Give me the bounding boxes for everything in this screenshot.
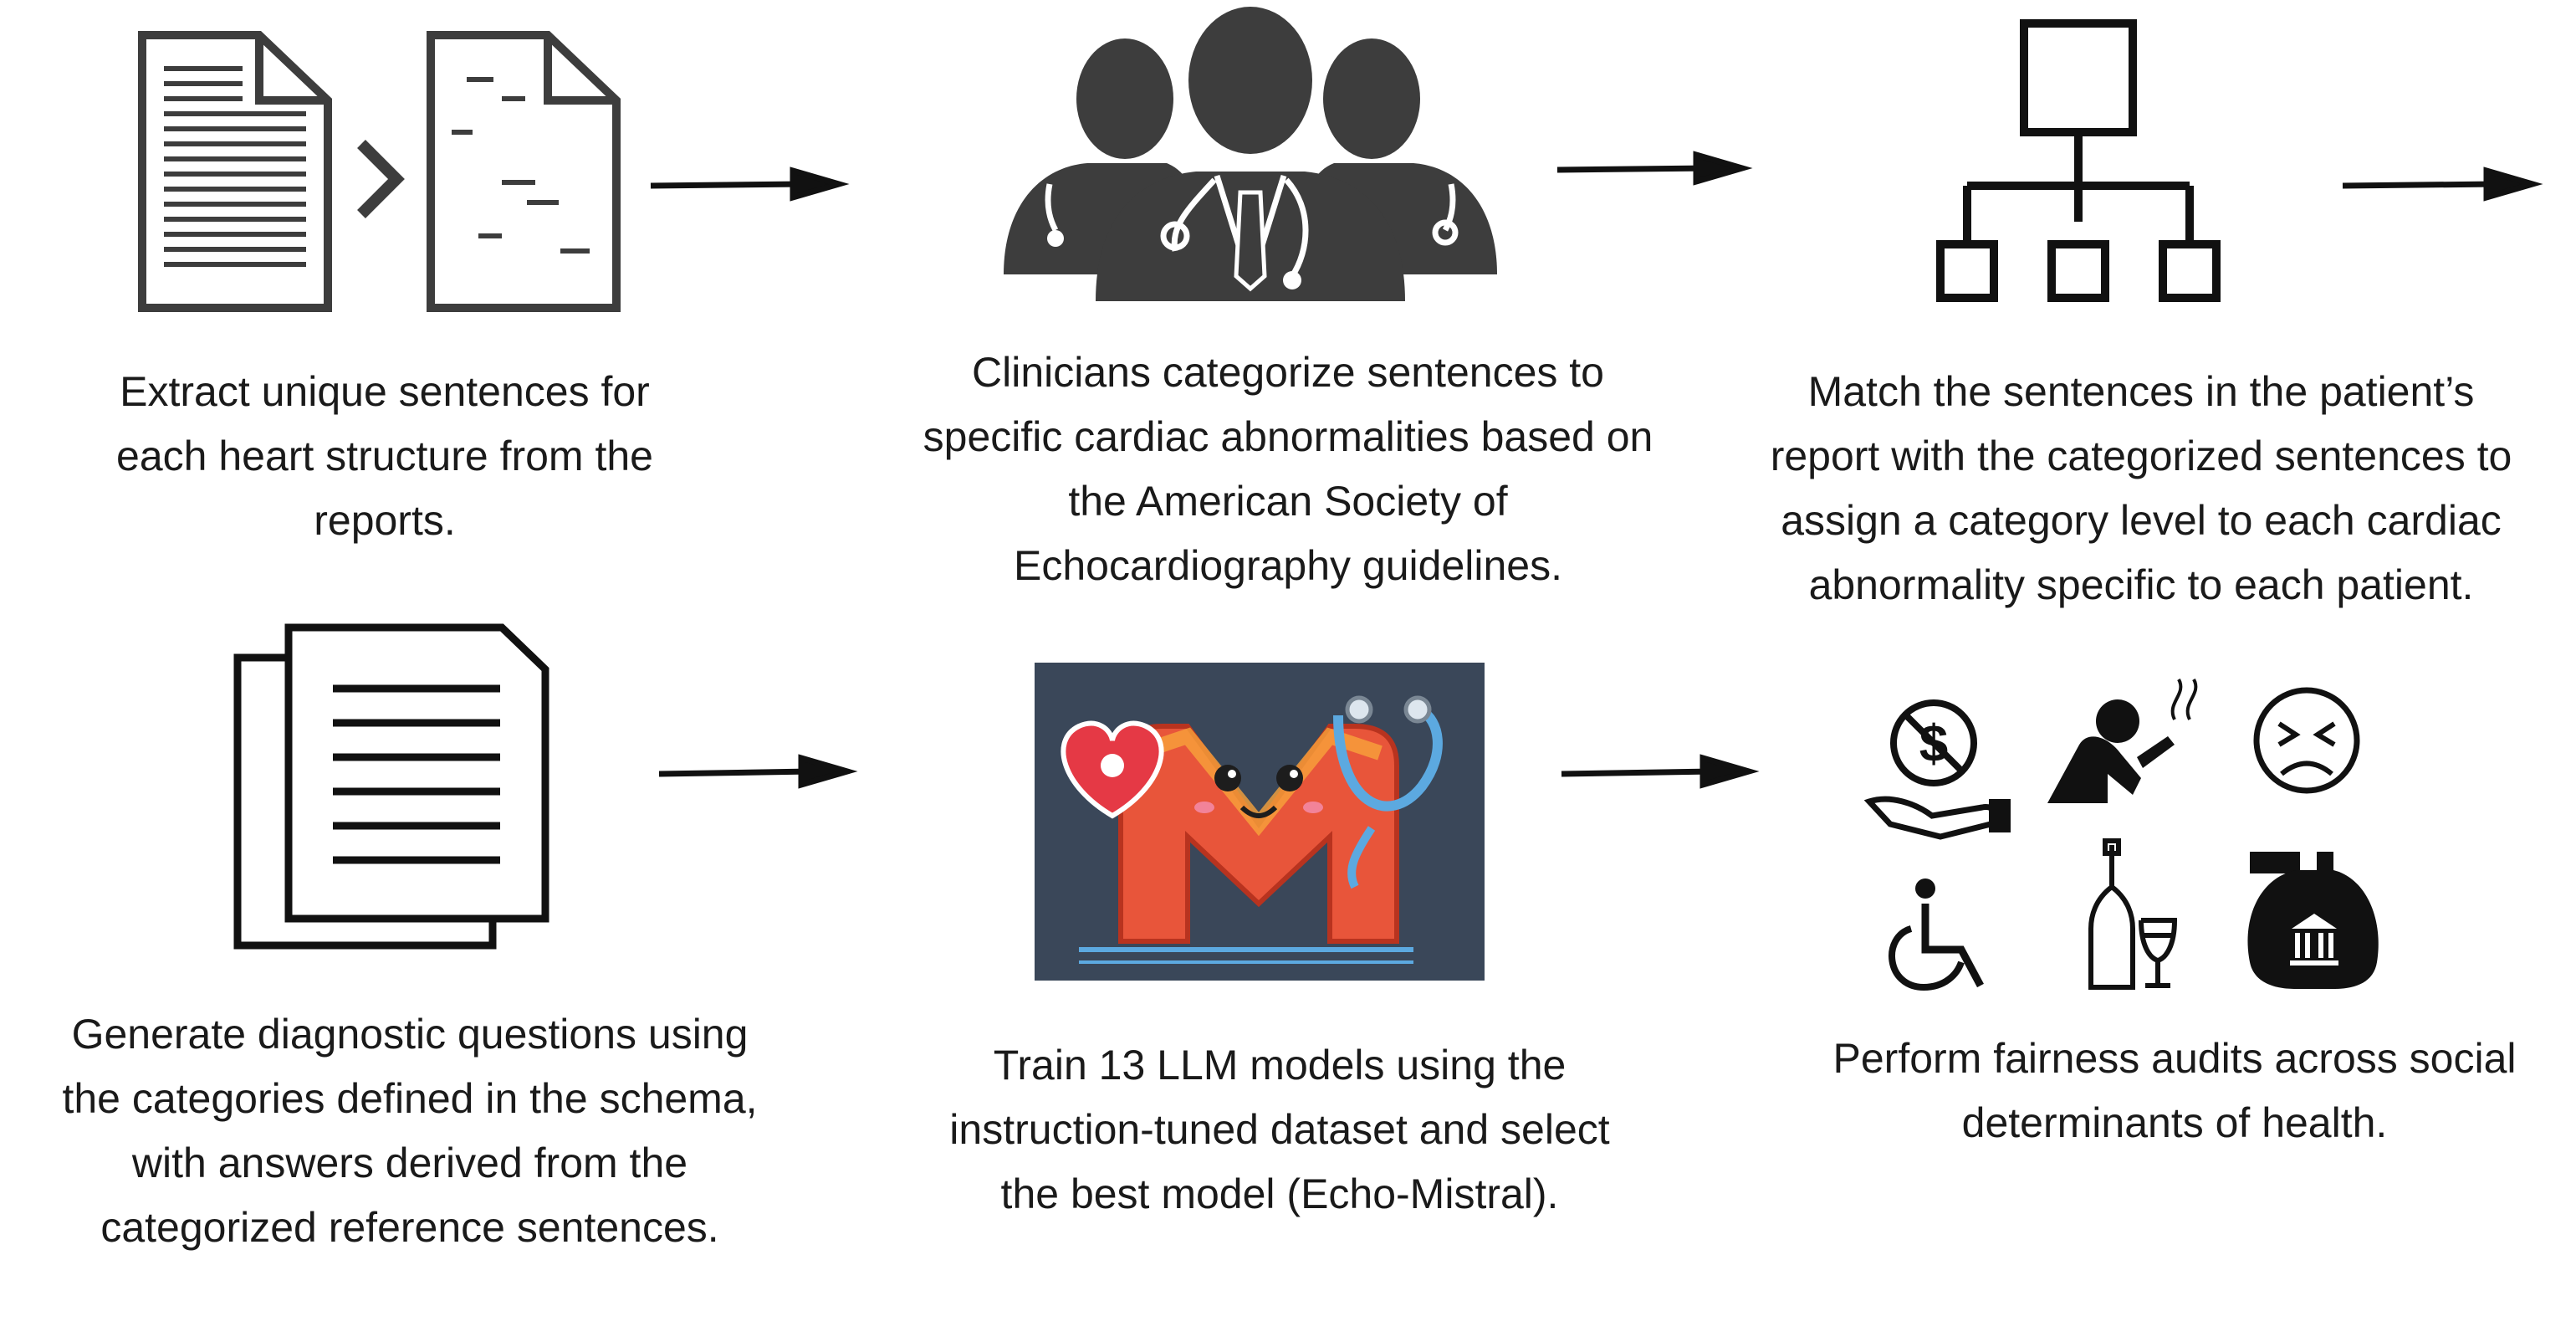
step-caption-match: Match the sentences in the patient’s rep…	[1770, 368, 2512, 608]
alcohol-icon	[2088, 838, 2178, 990]
smoking-icon	[2047, 679, 2198, 803]
flow-arrows	[650, 151, 2543, 789]
step-caption-categorize: Clinicians categorize sentences to speci…	[923, 349, 1653, 589]
step-caption-audit: Perform fairness audits across social de…	[1832, 1035, 2517, 1146]
document-extract-icon	[138, 31, 621, 312]
echo-mistral-logo	[1035, 663, 1485, 981]
money-bag-icon	[2247, 852, 2379, 989]
hierarchy-icon	[1936, 19, 2221, 302]
step-caption-extract: Extract unique sentences for each heart …	[116, 368, 653, 544]
clinicians-icon	[1004, 7, 1497, 301]
no-money-icon: $	[1863, 699, 2011, 840]
wheelchair-icon	[1889, 878, 1984, 991]
arrow-2-to-3	[1556, 151, 1753, 186]
documents-stack-icon	[233, 623, 549, 950]
step-caption-generate: Generate diagnostic questions using the …	[62, 1011, 758, 1251]
arrow-3-to-next	[2342, 166, 2543, 202]
svg-text:$: $	[1919, 715, 1948, 773]
arrow-5-to-6	[1561, 754, 1760, 789]
arrow-4-to-5	[658, 754, 858, 789]
step-caption-train: Train 13 LLM models using the instructio…	[949, 1042, 1610, 1217]
distressed-face-icon	[2253, 687, 2360, 794]
social-determinants-icons: $	[1863, 679, 2379, 991]
arrow-1-to-2	[650, 166, 850, 202]
